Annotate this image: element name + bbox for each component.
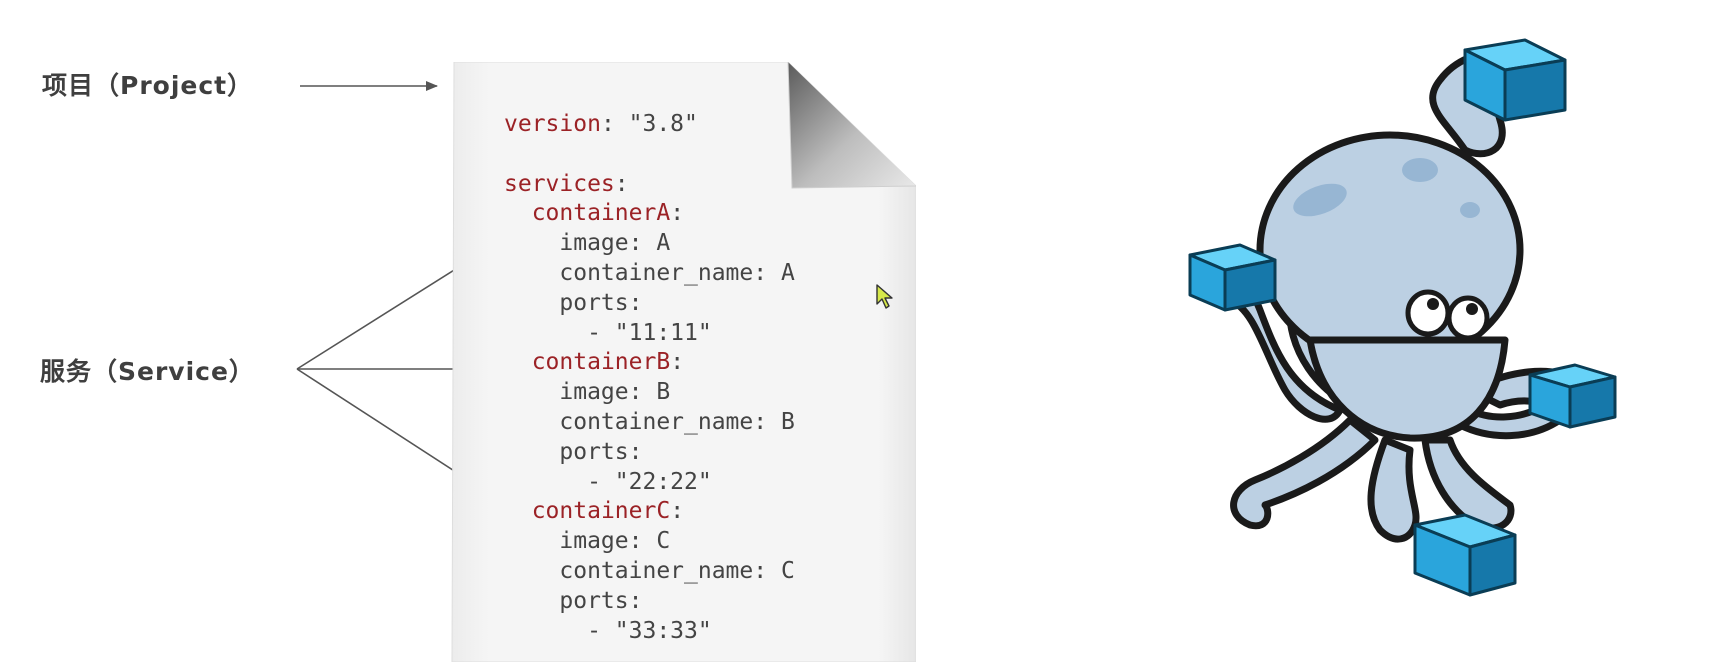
yaml-key: containerC (531, 498, 671, 525)
yaml-key: version (504, 111, 601, 137)
code-line: services: (504, 170, 795, 200)
yaml-value: - "22:22" (587, 468, 712, 495)
service-label: 服务（Service） (40, 357, 255, 386)
code-line: image: A (504, 229, 795, 259)
yaml-value: : (614, 170, 629, 197)
code-line: container_name: A (504, 259, 795, 289)
yaml-value: image: B (559, 379, 671, 406)
code-line: ports: (504, 289, 795, 319)
yaml-key: containerB (531, 349, 671, 376)
docker-compose-octopus-icon (1188, 38, 1617, 597)
mouse-cursor-icon (876, 284, 893, 309)
yaml-value: : (670, 498, 685, 525)
yaml-value: - "33:33" (587, 617, 712, 644)
code-line: - "11:11" (504, 319, 795, 349)
yaml-value: container_name: C (559, 557, 795, 584)
compose-code: version: "3.8" services: containerA: imag… (504, 110, 795, 646)
code-line: containerB: (504, 348, 795, 378)
yaml-value: container_name: A (559, 259, 795, 286)
compose-document (450, 62, 916, 662)
yaml-key: containerA (531, 200, 671, 227)
yaml-value: ports: (559, 438, 643, 465)
yaml-value: : (670, 349, 685, 376)
yaml-value: : "3.8" (600, 111, 698, 137)
code-line: version: "3.8" (504, 110, 795, 140)
project-label: 项目（Project） (42, 71, 254, 100)
yaml-value: ports: (559, 587, 643, 614)
code-line: containerC: (504, 497, 795, 527)
code-line: ports: (504, 438, 795, 468)
yaml-value: image: C (559, 528, 671, 555)
yaml-value: ports: (559, 289, 643, 316)
code-line (504, 140, 795, 170)
code-line: container_name: C (504, 557, 795, 587)
code-line: image: B (504, 378, 795, 408)
yaml-value: image: A (559, 230, 671, 257)
yaml-key: services (504, 170, 615, 197)
yaml-value: : (670, 200, 685, 227)
code-line: containerA: (504, 199, 795, 229)
yaml-value: - "11:11" (587, 319, 712, 346)
code-line: image: C (504, 527, 795, 557)
yaml-value: container_name: B (559, 408, 795, 435)
code-line: - "22:22" (504, 468, 795, 498)
code-line: container_name: B (504, 408, 795, 438)
code-line: ports: (504, 587, 795, 617)
code-line: - "33:33" (504, 617, 795, 647)
